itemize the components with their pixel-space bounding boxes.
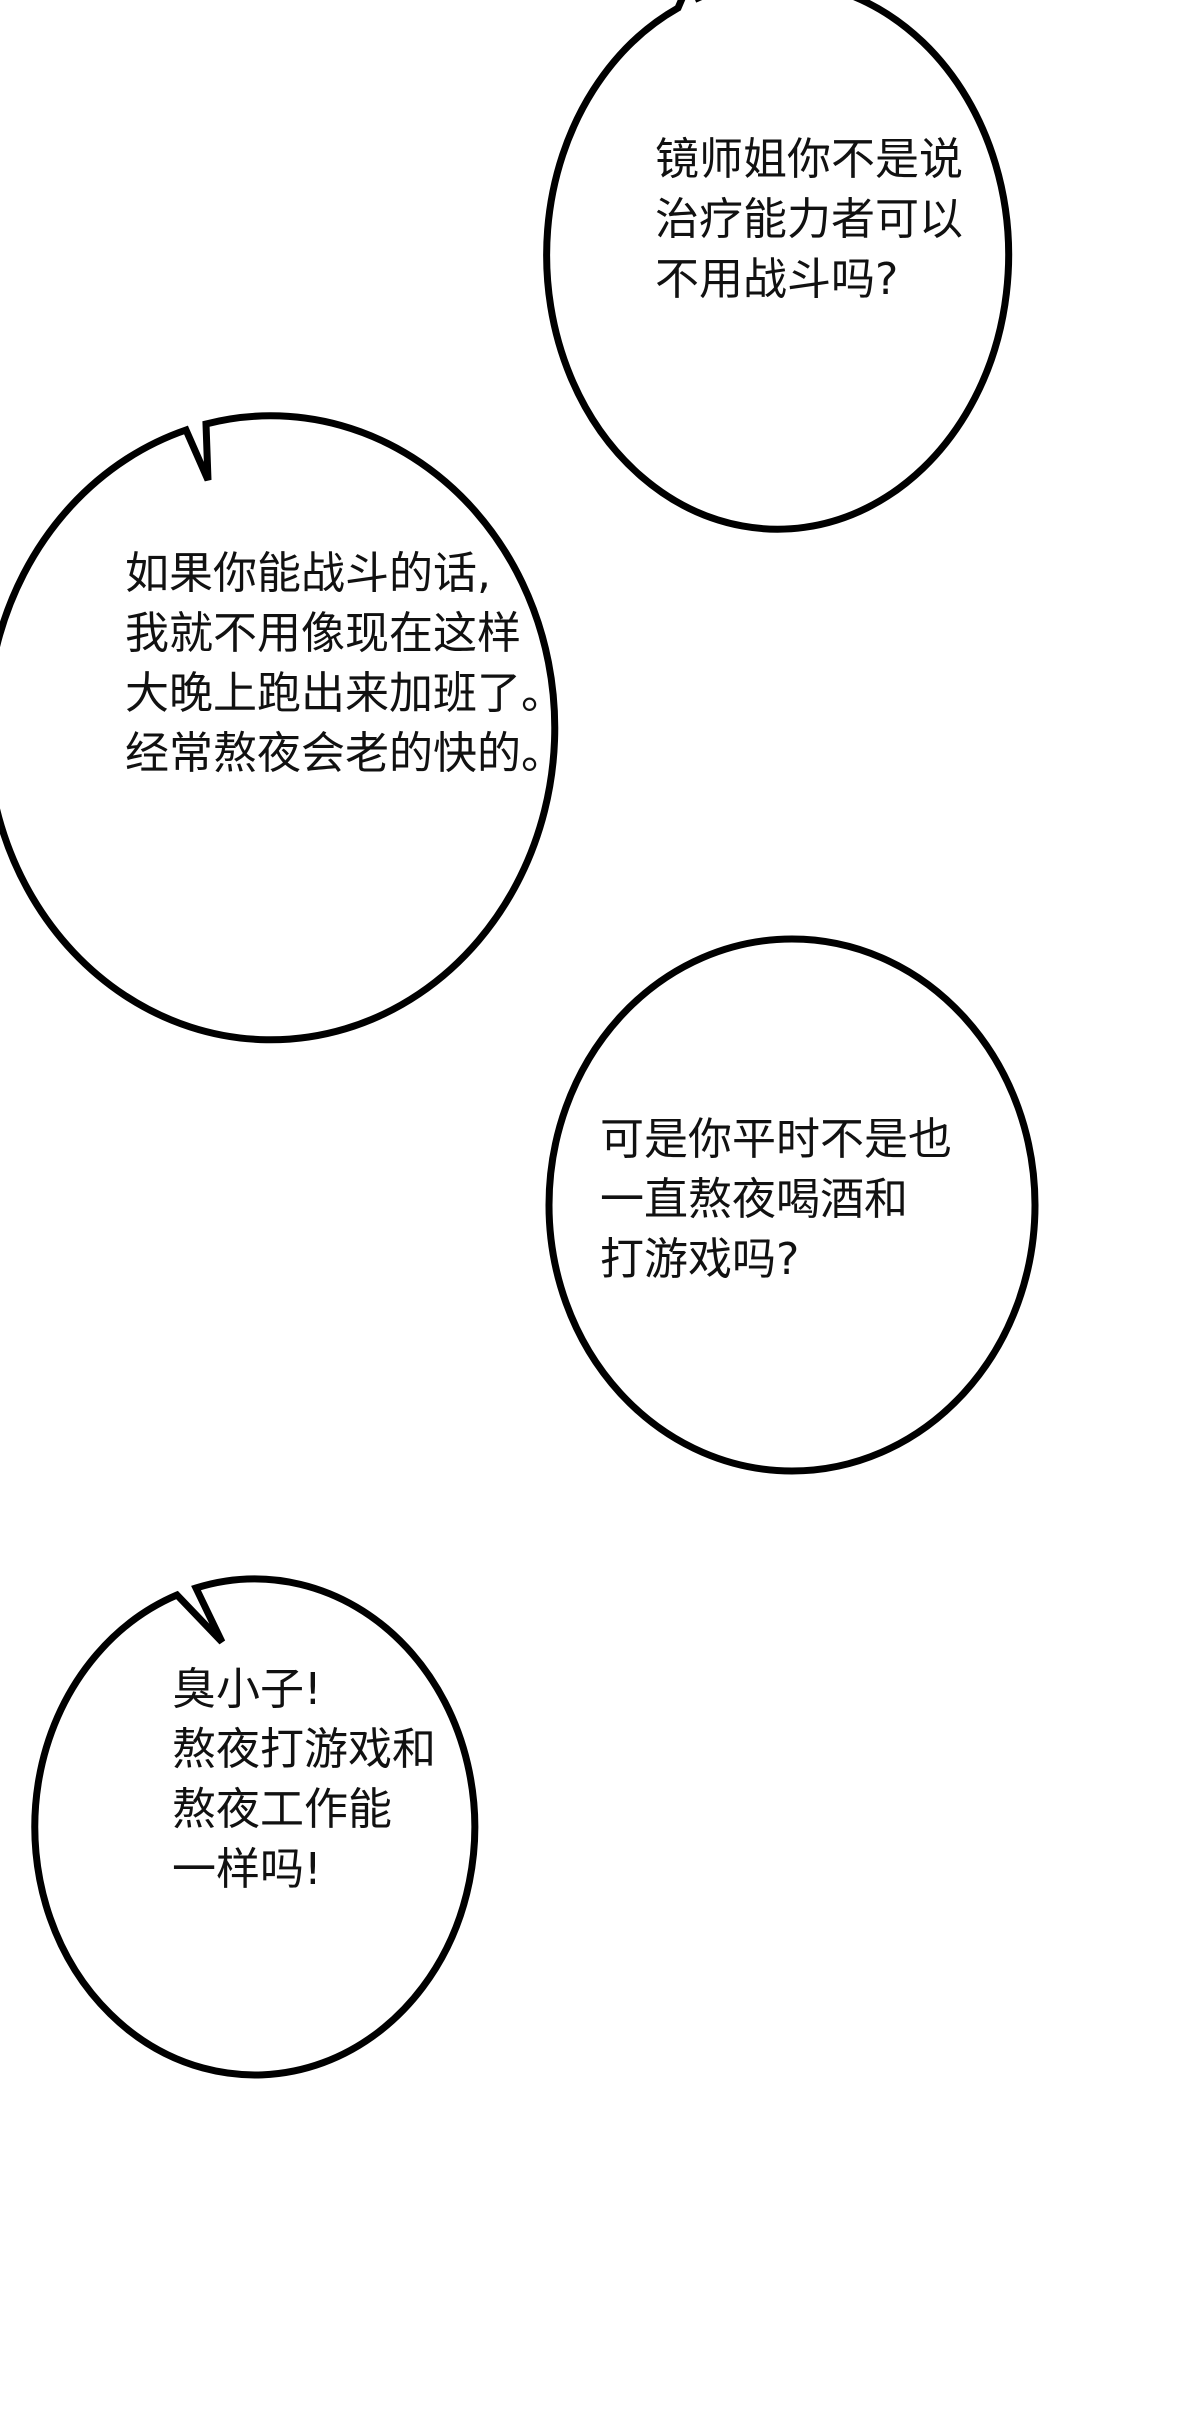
bubble-2-line: 我就不用像现在这样 — [125, 608, 521, 659]
bubble-2-line: 如果你能战斗的话, — [125, 548, 491, 599]
speech-bubble-4 — [31, 1575, 479, 2079]
bubble-4-line: 臭小子! — [172, 1664, 322, 1715]
bubble-1-text: 镜师姐你不是说 治疗能力者可以 不用战斗吗? — [655, 130, 963, 310]
bubble-1-line: 镜师姐你不是说 — [655, 134, 963, 185]
bubble-3-line: 打游戏吗? — [600, 1234, 800, 1285]
bubble-1-line: 不用战斗吗? — [655, 254, 899, 305]
bubble-4-line: 熬夜工作能 — [172, 1784, 392, 1835]
bubble-3-text: 可是你平时不是也 一直熬夜喝酒和 打游戏吗? — [600, 1110, 952, 1290]
bubble-4-line: 一样吗! — [172, 1844, 322, 1895]
bubble-4-text: 臭小子! 熬夜打游戏和 熬夜工作能 一样吗! — [172, 1660, 436, 1900]
bubble-1-line: 治疗能力者可以 — [655, 194, 963, 245]
bubble-2-line: 大晚上跑出来加班了。 — [125, 668, 565, 719]
speech-bubble-1 — [543, 0, 1013, 533]
bubble-3-line: 可是你平时不是也 — [600, 1114, 952, 1165]
bubble-2-line: 经常熬夜会老的快的。 — [125, 728, 565, 779]
bubble-4-line: 熬夜打游戏和 — [172, 1724, 436, 1775]
speech-bubble-3 — [545, 935, 1039, 1475]
bubble-2-text: 如果你能战斗的话, 我就不用像现在这样 大晚上跑出来加班了。 经常熬夜会老的快的… — [125, 544, 565, 784]
bubble-3-line: 一直熬夜喝酒和 — [600, 1174, 908, 1225]
speech-bubble-2 — [0, 412, 559, 1044]
